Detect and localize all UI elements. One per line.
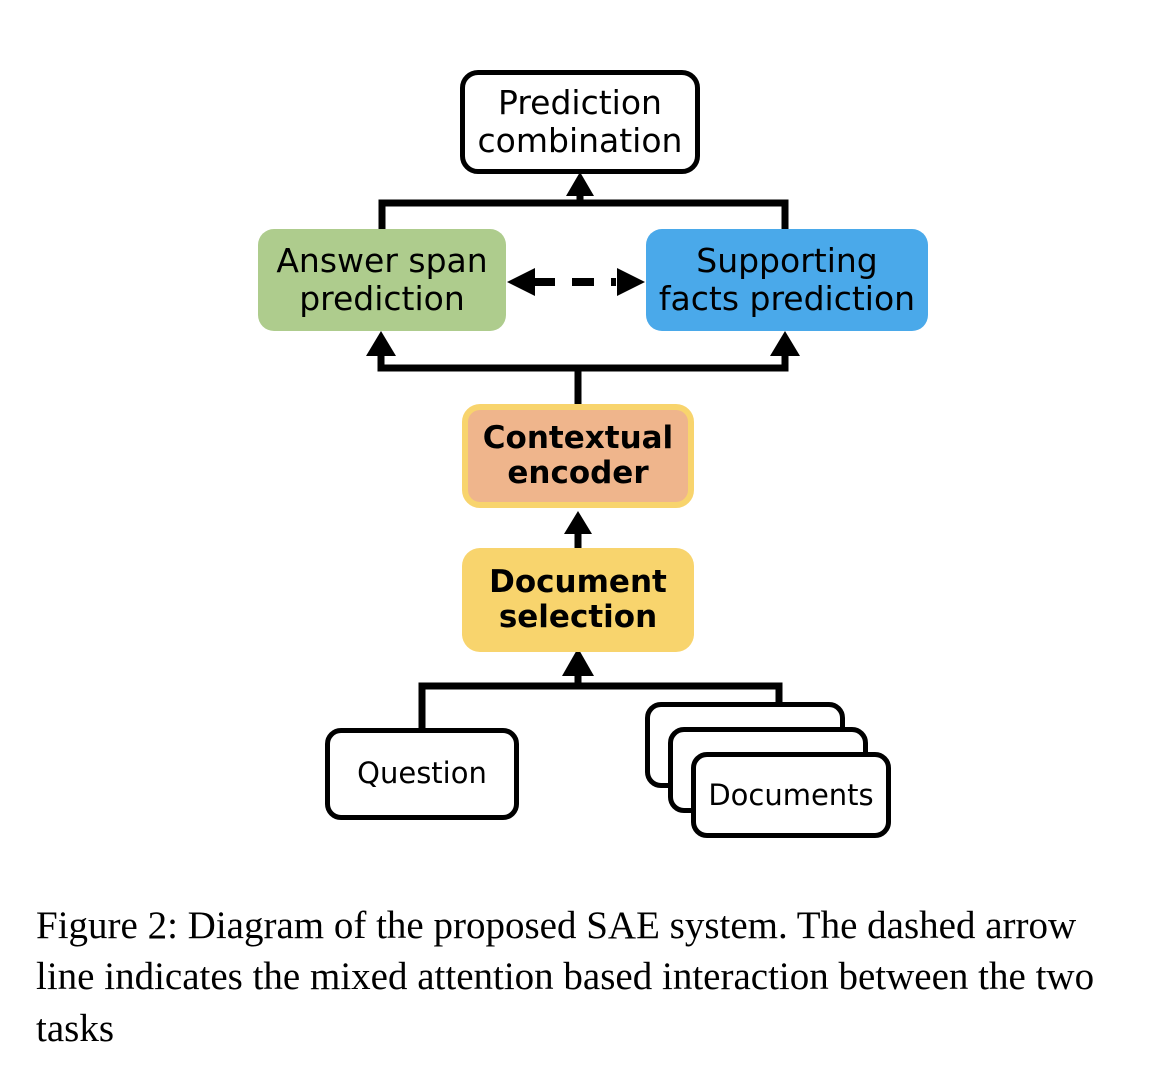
node-prediction-combination: Prediction combination [460,70,700,174]
node-contextual-encoder: Contextual encoder [462,404,694,508]
node-question: Question [325,728,519,820]
node-supporting-facts-prediction: Supporting facts prediction [646,229,928,331]
documents-card-front: Documents [691,752,891,838]
arrowhead-up-to-document-selection [562,648,594,676]
arrowhead-right-interaction [617,268,645,296]
arrowhead-left-interaction [507,268,535,296]
node-answer-span-prediction: Answer span prediction [258,229,506,331]
edge-encoder-to-tasks [377,348,789,404]
arrowhead-up-to-answer-span [366,331,396,356]
arrowhead-up-to-prediction-combination [566,172,594,196]
figure-caption: Figure 2: Diagram of the proposed SAE sy… [36,904,1095,1050]
edge-predictions-to-combination [378,186,789,229]
node-document-selection: Document selection [462,548,694,652]
arrowhead-up-to-contextual-encoder [564,511,592,534]
node-documents-stack: Documents [645,702,895,838]
figure-diagram-canvas: Prediction combination Answer span predi… [258,70,928,838]
arrowhead-up-to-supporting-facts [770,331,800,356]
